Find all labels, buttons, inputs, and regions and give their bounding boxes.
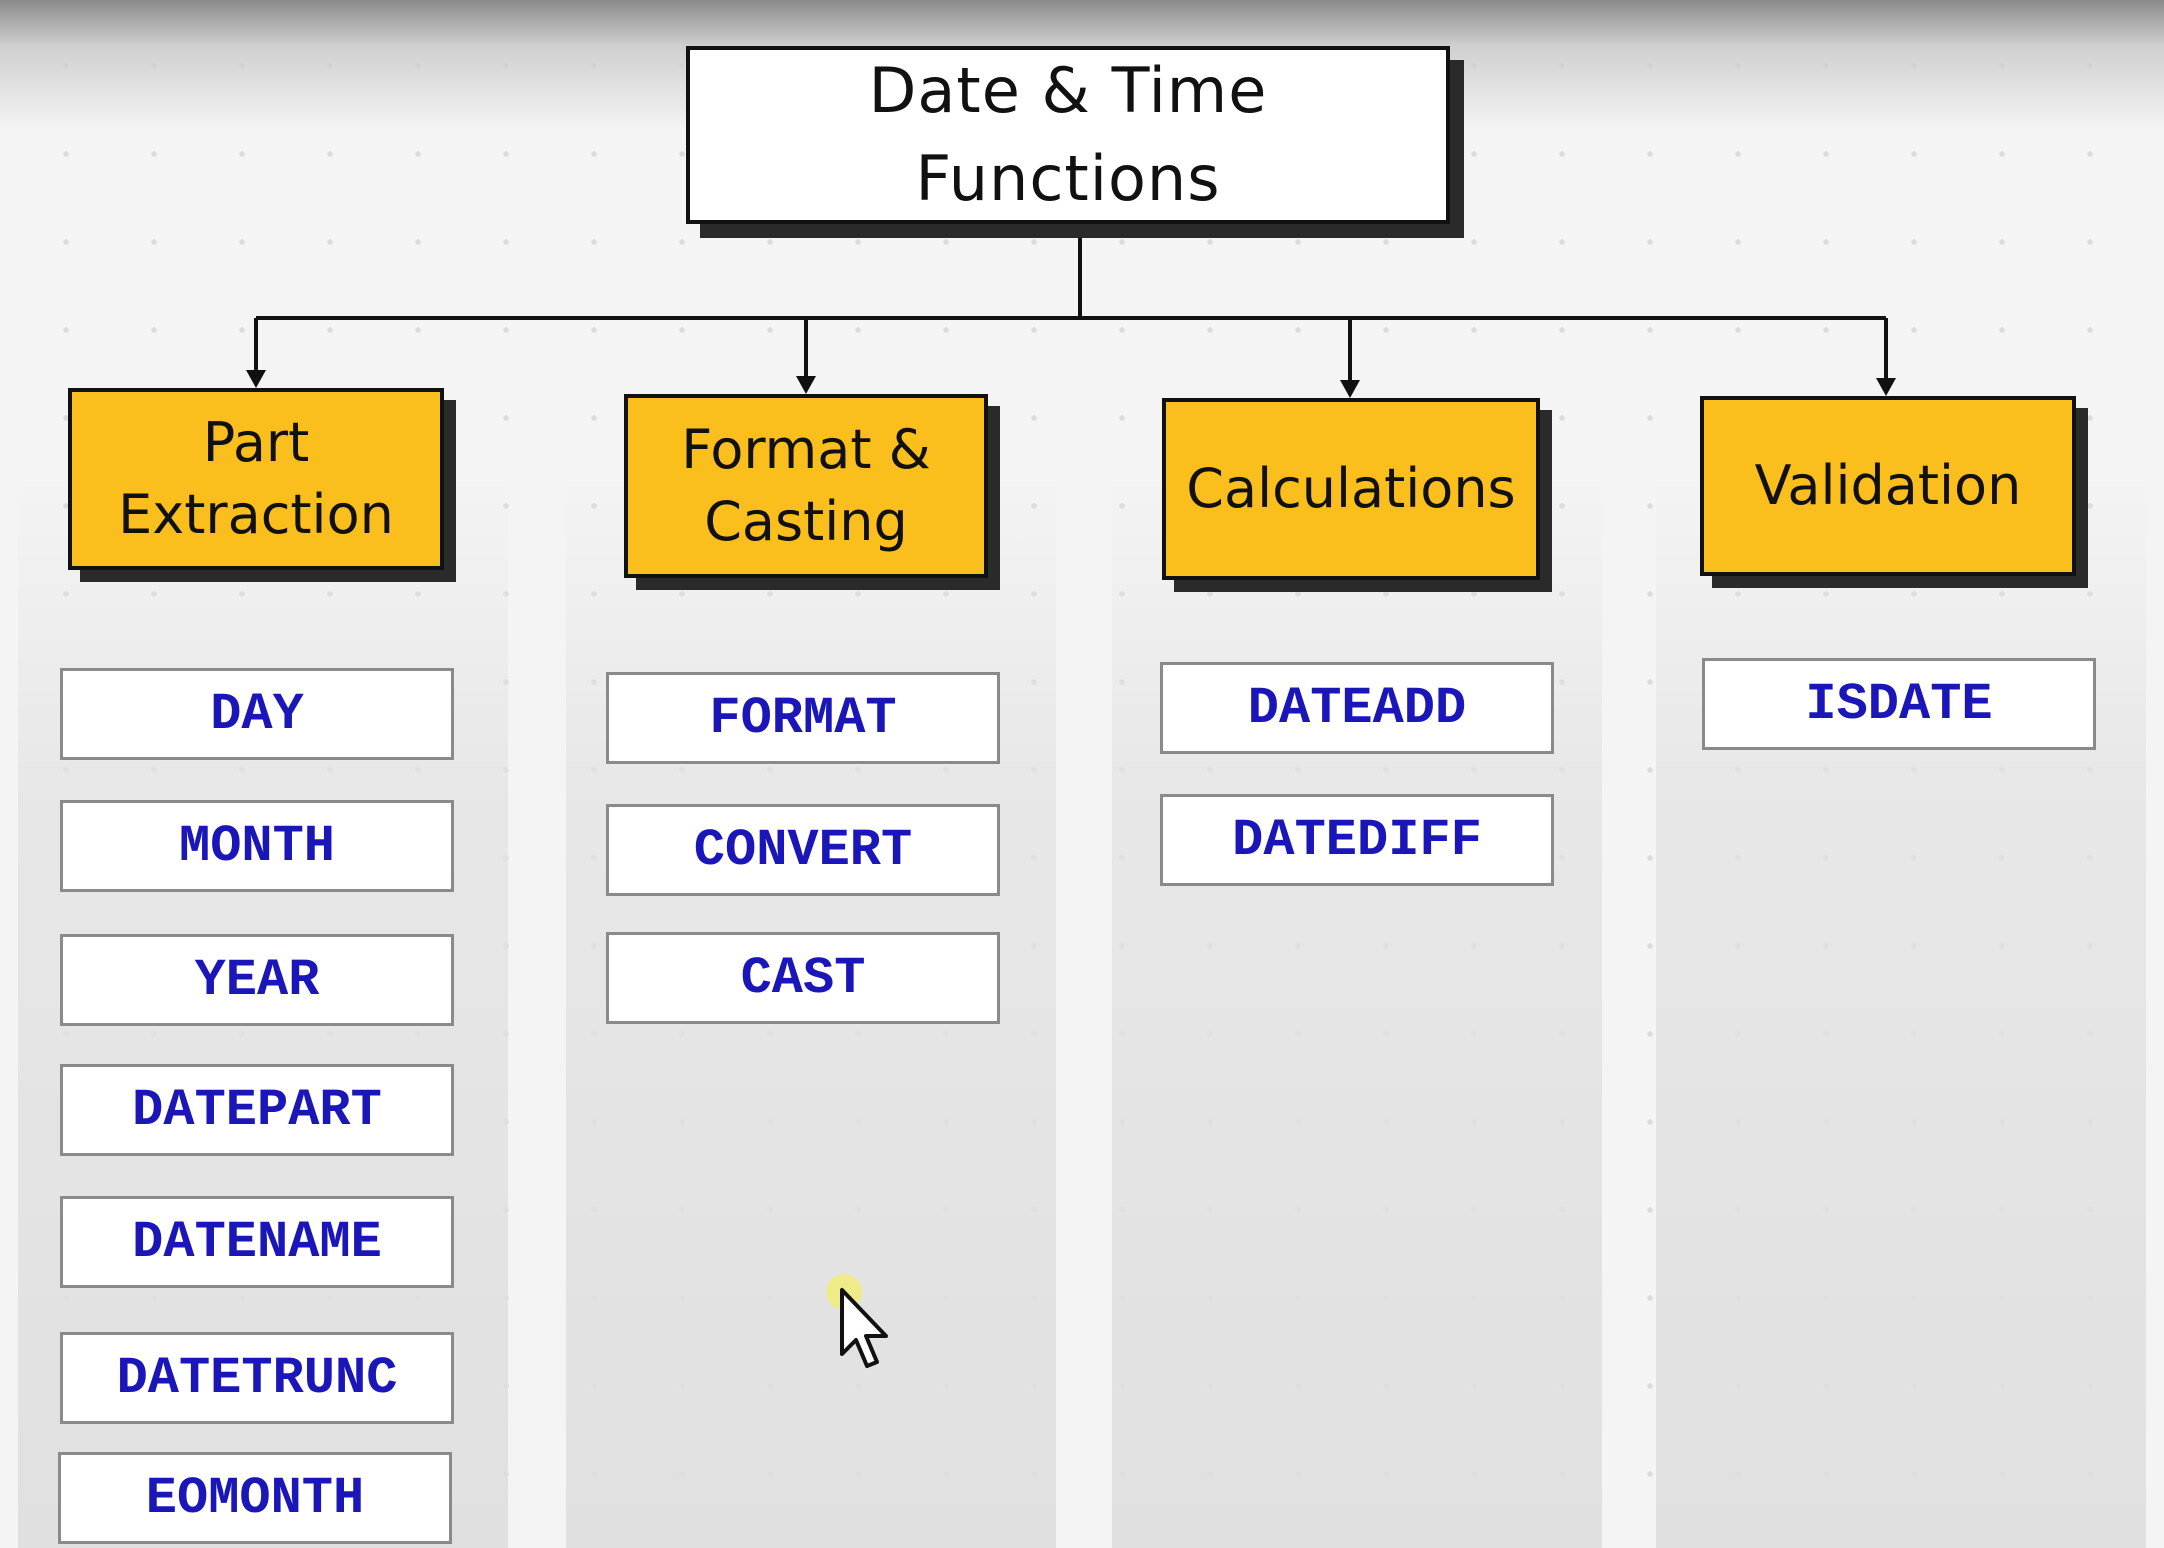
function-day: DAY <box>60 668 454 760</box>
category-format-casting: Format & Casting <box>624 394 988 578</box>
function-label: CAST <box>740 948 866 1008</box>
arrowhead-3 <box>1340 380 1360 398</box>
category-label: Format & Casting <box>681 418 931 553</box>
function-label: YEAR <box>194 950 320 1010</box>
function-datename: DATENAME <box>60 1196 454 1288</box>
function-label: MONTH <box>178 816 336 876</box>
function-label: DATEDIFF <box>1232 810 1482 870</box>
function-isdate: ISDATE <box>1702 658 2096 750</box>
arrowhead-4 <box>1876 378 1896 396</box>
category-label: Part Extraction <box>118 411 394 546</box>
function-label: FORMAT <box>709 688 897 748</box>
function-datetrunc: DATETRUNC <box>60 1332 454 1424</box>
function-label: ISDATE <box>1805 674 1993 734</box>
function-label: DATEADD <box>1247 678 1467 738</box>
function-datepart: DATEPART <box>60 1064 454 1156</box>
function-label: EOMONTH <box>145 1468 365 1528</box>
function-label: DATETRUNC <box>116 1348 398 1408</box>
function-month: MONTH <box>60 800 454 892</box>
function-year: YEAR <box>60 934 454 1026</box>
category-validation: Validation <box>1700 396 2076 576</box>
function-cast: CAST <box>606 932 1000 1024</box>
arrowhead-2 <box>796 376 816 394</box>
arrowhead-1 <box>246 370 266 388</box>
root-title: Date & Time Functions <box>868 54 1268 215</box>
category-label: Validation <box>1754 454 2022 517</box>
mouse-pointer-icon <box>826 1274 888 1368</box>
function-format: FORMAT <box>606 672 1000 764</box>
function-label: DATEPART <box>132 1080 382 1140</box>
function-label: DATENAME <box>132 1212 382 1272</box>
column-shade-3 <box>1112 470 1602 1548</box>
function-label: DAY <box>210 684 304 744</box>
category-calculations: Calculations <box>1162 398 1540 580</box>
function-convert: CONVERT <box>606 804 1000 896</box>
function-eomonth: EOMONTH <box>58 1452 452 1544</box>
column-shade-4 <box>1656 470 2146 1548</box>
category-label: Calculations <box>1186 457 1516 520</box>
category-part-extraction: Part Extraction <box>68 388 444 570</box>
root-node: Date & Time Functions <box>686 46 1450 224</box>
function-label: CONVERT <box>693 820 913 880</box>
function-datediff: DATEDIFF <box>1160 794 1554 886</box>
function-dateadd: DATEADD <box>1160 662 1554 754</box>
